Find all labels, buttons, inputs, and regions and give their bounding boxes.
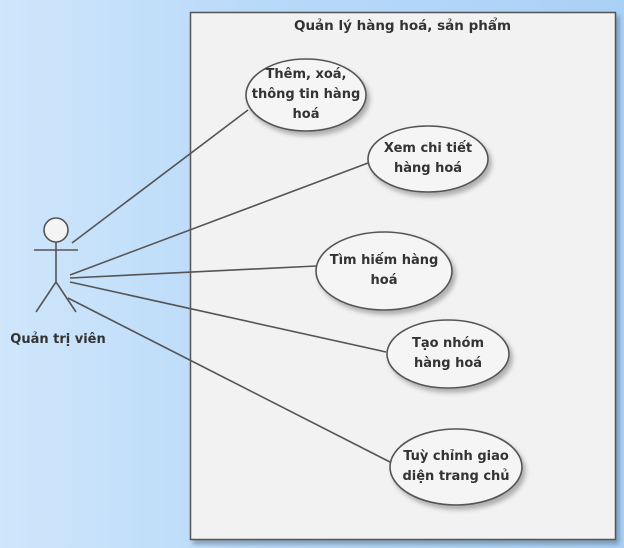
association-line	[71, 109, 249, 244]
system-title: Quản lý hàng hoá, sản phẩm	[293, 18, 512, 34]
use-case-label: Xem chi tiết hàng hoá	[383, 141, 473, 176]
association-line	[69, 162, 369, 276]
association-line	[69, 281, 387, 353]
actor-icon[interactable]	[34, 217, 78, 313]
use-case-label: Tìm hiếm hàng hoá	[329, 253, 439, 288]
use-case-customize-homepage[interactable]	[389, 428, 523, 506]
use-case-view-details[interactable]	[367, 125, 489, 193]
actor-label: Quản trị viên	[10, 332, 106, 347]
use-case-label: Tuỳ chỉnh giao diện trang chủ	[402, 449, 510, 484]
use-case-label: Tạo nhóm hàng hoá	[411, 336, 485, 371]
use-case-create-group[interactable]	[386, 319, 510, 389]
association-line	[67, 297, 391, 463]
association-line	[69, 265, 317, 279]
use-case-search[interactable]	[315, 231, 453, 311]
use-case-label: Thêm, xoá, thông tin hàng hoá	[251, 67, 361, 122]
use-case-add-delete-info[interactable]	[245, 58, 367, 132]
